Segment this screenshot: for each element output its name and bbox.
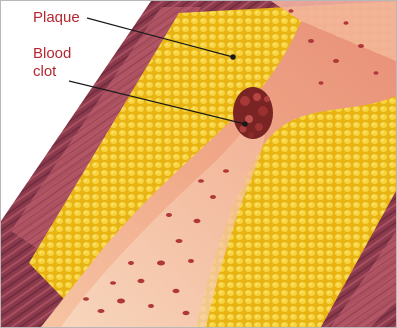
clot-leader-dot <box>243 122 247 126</box>
blood-clot-label-line1: Blood <box>33 45 71 63</box>
plaque-label: Plaque <box>33 9 80 27</box>
blood-clot-label-line2: clot <box>33 63 56 81</box>
plaque-leader-dot <box>231 55 235 59</box>
blood-clot <box>233 87 273 139</box>
